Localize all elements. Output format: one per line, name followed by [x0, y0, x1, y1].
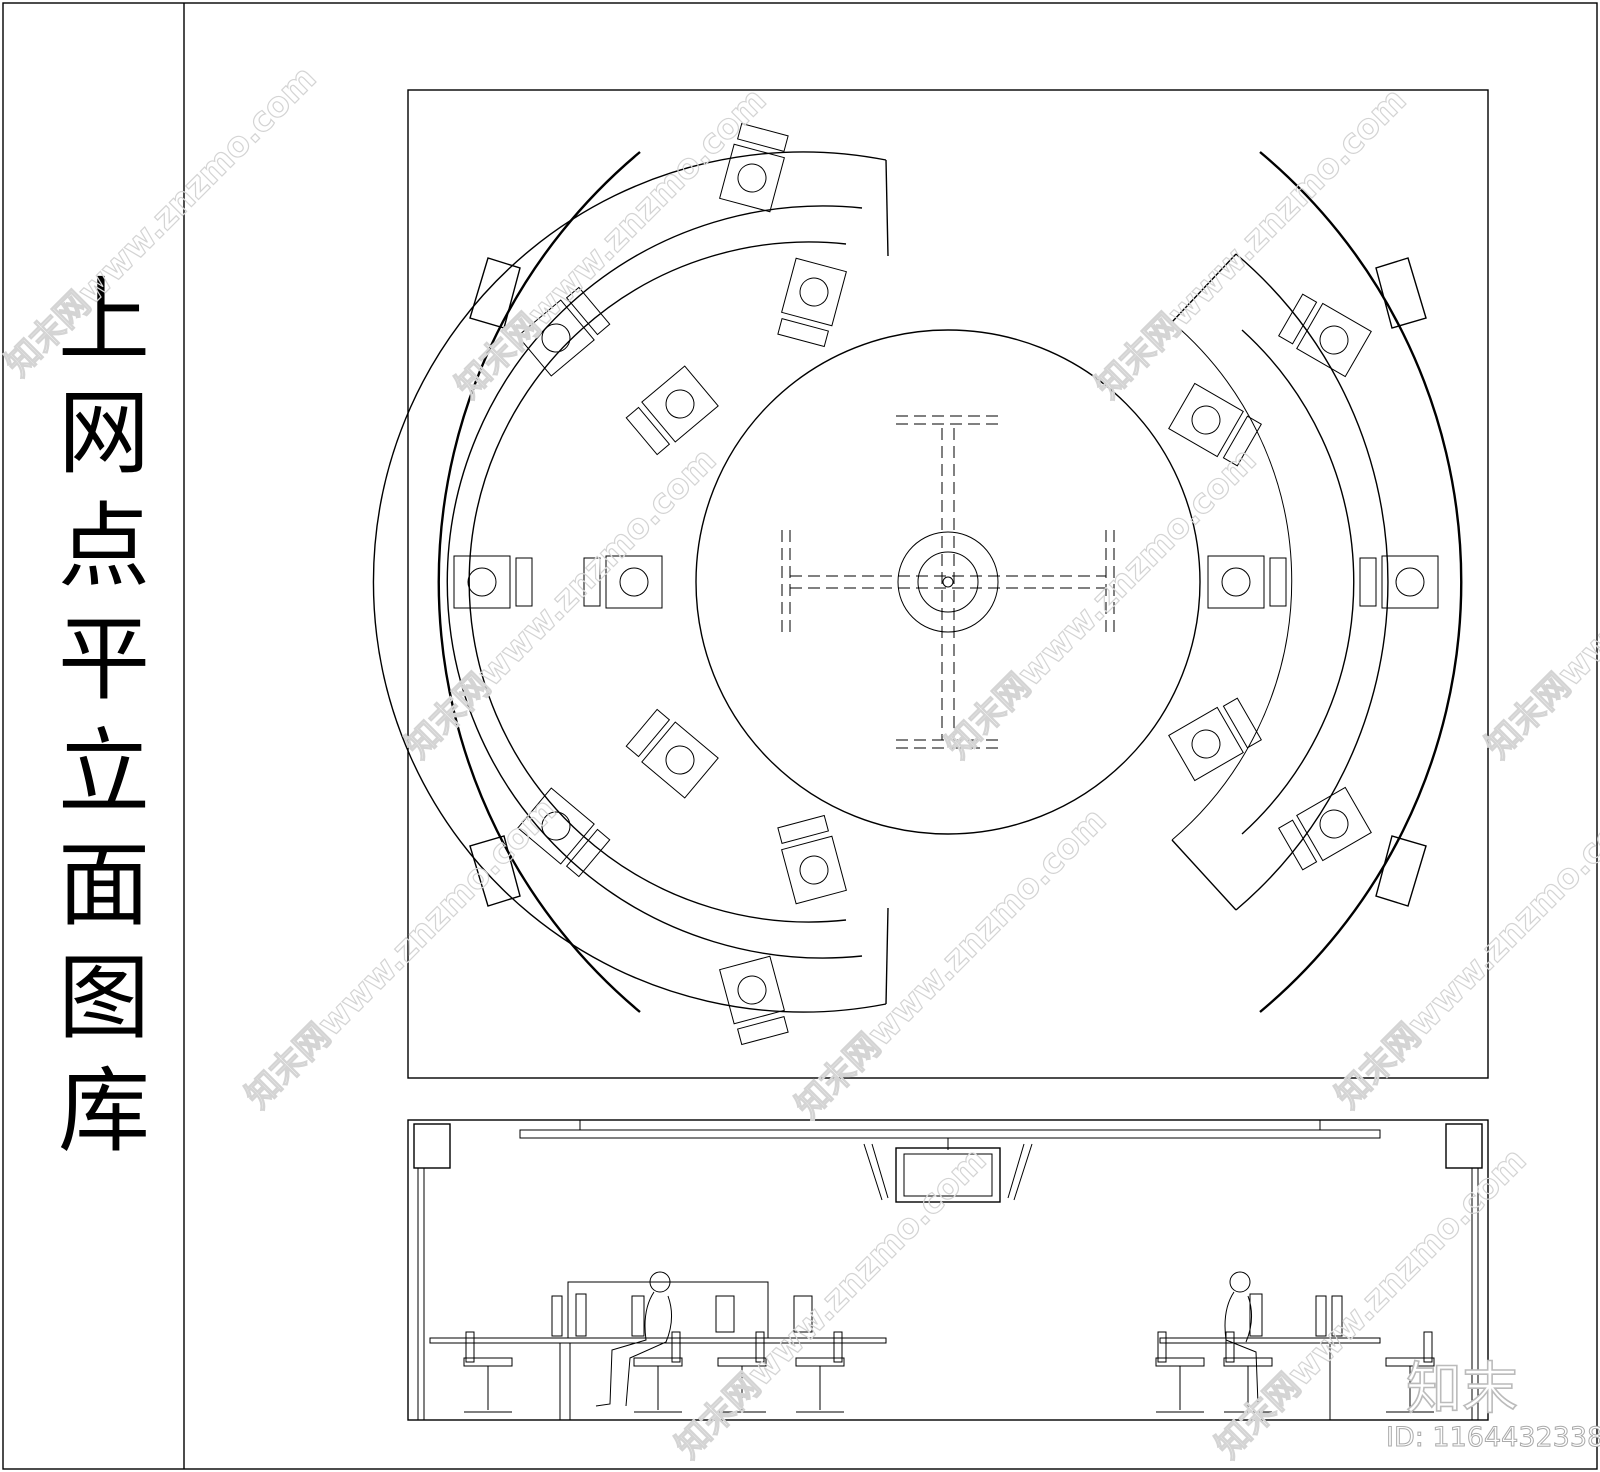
- title-char: 上: [58, 267, 150, 374]
- watermark-text: 知末网www.znzmo.com: [1088, 80, 1414, 406]
- plan-frame: [407, 89, 1489, 1079]
- watermark-text: 知末网www.znzmo.com: [1328, 790, 1600, 1116]
- workstation: [719, 122, 789, 213]
- title-char: 点: [58, 493, 150, 600]
- section-elevation: [407, 1119, 1489, 1421]
- desk-left: [429, 1281, 887, 1420]
- watermark-text: 知末网www.znzmo.com: [668, 1140, 994, 1466]
- title-char: 图: [58, 945, 150, 1052]
- title-char: 库: [58, 1058, 150, 1165]
- chair: [1155, 1331, 1205, 1413]
- elevation-frame: [407, 1119, 1489, 1421]
- desk-right: [1159, 1293, 1381, 1420]
- seated-person: [1224, 1271, 1259, 1405]
- workstation: [1168, 697, 1262, 782]
- watermark-text: 知末网www.znzmo.com: [448, 80, 774, 406]
- chair: [717, 1331, 767, 1413]
- chair: [1223, 1331, 1273, 1413]
- column-left: [413, 1123, 451, 1169]
- right-desk-ring: [1171, 253, 1389, 911]
- workstation: [1278, 786, 1372, 871]
- chairs: [463, 1331, 1435, 1413]
- workstation: [1359, 555, 1439, 609]
- workstation: [583, 555, 663, 609]
- outer-walls: [437, 151, 1463, 1013]
- workstation: [453, 555, 533, 609]
- watermark-brand: 知末: [1406, 1357, 1518, 1422]
- watermark-text: 知末网www.znzmo.com: [238, 790, 564, 1116]
- workstation: [777, 814, 847, 905]
- workstation: [1168, 382, 1262, 467]
- workstations-left: [453, 122, 847, 1046]
- workstation: [1278, 293, 1372, 378]
- ceiling-fixture: [781, 415, 1115, 749]
- workstation: [625, 708, 719, 799]
- ceiling-track: [519, 1129, 1381, 1139]
- title-char: 网: [58, 380, 150, 487]
- left-desk-ring: [372, 151, 889, 1013]
- workstation: [517, 286, 611, 377]
- title-char: 平: [58, 606, 150, 713]
- watermark-text: 知末网www.znzmo.com: [0, 58, 324, 384]
- workstation: [625, 365, 719, 456]
- title-char: 立: [58, 719, 150, 826]
- title-char: 面: [58, 832, 150, 939]
- chair: [463, 1331, 513, 1413]
- seated-person: [595, 1271, 672, 1407]
- round-table: [695, 329, 1201, 835]
- watermark-text: 知末网www.znzmo.com: [938, 440, 1264, 766]
- watermark-text: 知末网www.znzmo.com: [1478, 440, 1600, 766]
- workstation: [719, 955, 789, 1046]
- sheet-title: 上 网 点 平 立 面 图 库: [58, 267, 150, 1165]
- column-right: [1445, 1123, 1483, 1169]
- workstations-right: [1168, 293, 1439, 871]
- watermark-id: ID: 1164432338: [1386, 1422, 1600, 1453]
- workstation: [1207, 555, 1287, 609]
- workstation: [777, 257, 847, 348]
- hanging-display: [863, 1138, 1033, 1203]
- chair: [1385, 1331, 1435, 1413]
- floor-plan: [372, 89, 1489, 1079]
- watermark-layer: 知末网www.znzmo.com 知末网www.znzmo.com 知末网www…: [0, 58, 1600, 1467]
- workstation: [517, 787, 611, 878]
- chair: [633, 1331, 683, 1413]
- chair: [795, 1331, 845, 1413]
